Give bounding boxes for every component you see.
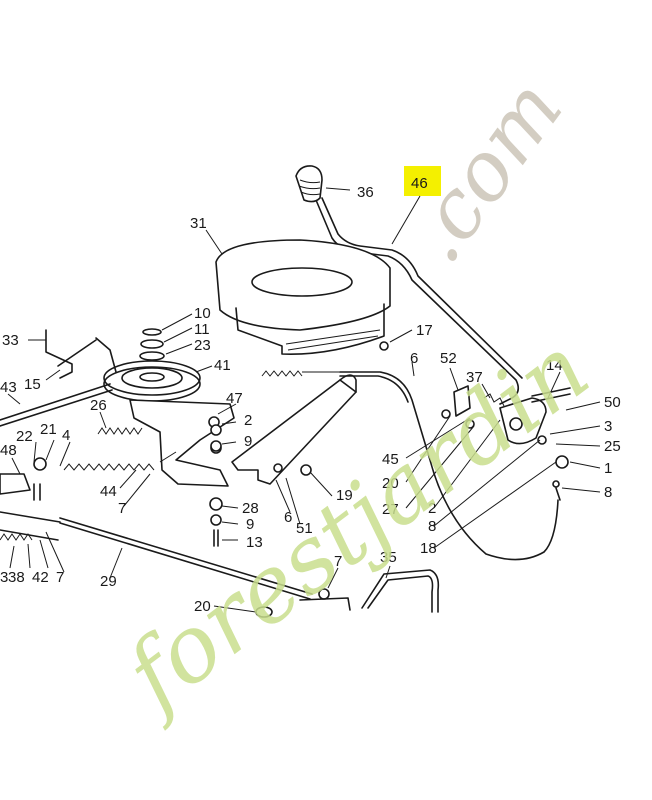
- callout-2a: 2: [244, 412, 252, 429]
- callout-28: 28: [242, 500, 259, 517]
- callout-6a: 6: [410, 350, 418, 367]
- callout-22: 22: [16, 428, 33, 445]
- callout-8a: 8: [604, 484, 612, 501]
- callout-10: 10: [194, 305, 211, 322]
- callout-3b: 3: [0, 569, 8, 586]
- left-assembly: [0, 473, 61, 541]
- spring-top: [261, 370, 340, 377]
- callout-3: 3: [604, 418, 612, 435]
- callout-8b: 8: [428, 518, 436, 535]
- callout-48: 48: [0, 442, 17, 459]
- callout-7c: 7: [334, 553, 342, 570]
- callout-7b: 7: [56, 569, 64, 586]
- pivot-bracket: [453, 385, 571, 445]
- callout-13: 13: [246, 534, 263, 551]
- leader-lines: [7, 187, 601, 613]
- callout-9a: 9: [244, 433, 252, 450]
- callout-46: 46: [411, 175, 428, 192]
- callout-6b: 6: [284, 509, 292, 526]
- callout-26: 26: [90, 397, 107, 414]
- callout-41: 41: [214, 357, 231, 374]
- callout-51: 51: [296, 520, 313, 537]
- long-rod: [59, 517, 313, 600]
- callout-20b: 20: [194, 598, 211, 615]
- highlight-46: [404, 166, 441, 196]
- callout-45: 45: [382, 451, 399, 468]
- callout-50: 50: [604, 394, 621, 411]
- callout-21: 21: [40, 421, 57, 438]
- callout-38: 38: [8, 569, 25, 586]
- pulley: [103, 328, 201, 402]
- callout-44: 44: [100, 483, 117, 500]
- callout-42: 42: [32, 569, 49, 586]
- callout-7a: 7: [118, 500, 126, 517]
- frame-edge: [299, 597, 351, 611]
- callout-14: 14: [546, 357, 563, 374]
- callout-labels: 46 36 31 10 11 23 33 15 41 17 6 52 37 14…: [0, 175, 621, 615]
- callout-31: 31: [190, 215, 207, 232]
- spring-26: [97, 427, 143, 435]
- pulley-cover: [215, 239, 391, 355]
- callout-15: 15: [24, 376, 41, 393]
- callout-19: 19: [336, 487, 353, 504]
- callout-33: 33: [2, 332, 19, 349]
- callout-11: 11: [194, 321, 210, 338]
- bracket-33: [45, 329, 117, 379]
- fasteners: [33, 341, 569, 618]
- callout-9b: 9: [246, 516, 254, 533]
- bracket-plate: [231, 374, 357, 485]
- callout-27: 27: [382, 501, 399, 518]
- callout-18: 18: [420, 540, 437, 557]
- deck-corner: [361, 569, 440, 613]
- callout-47: 47: [226, 390, 243, 407]
- callout-37: 37: [466, 369, 483, 386]
- cable: [339, 371, 561, 561]
- callout-36: 36: [357, 184, 374, 201]
- callout-17: 17: [416, 322, 433, 339]
- callout-1: 1: [604, 460, 612, 477]
- callout-25: 25: [604, 438, 621, 455]
- callout-4: 4: [62, 427, 70, 444]
- spring-44: [63, 451, 177, 471]
- callout-20a: 20: [382, 475, 399, 492]
- callout-52: 52: [440, 350, 457, 367]
- callout-43: 43: [0, 379, 17, 396]
- callout-29: 29: [100, 573, 117, 590]
- rod-43: [0, 383, 113, 427]
- callout-23: 23: [194, 337, 211, 354]
- callout-35: 35: [380, 549, 397, 566]
- callout-2b: 2: [428, 500, 436, 517]
